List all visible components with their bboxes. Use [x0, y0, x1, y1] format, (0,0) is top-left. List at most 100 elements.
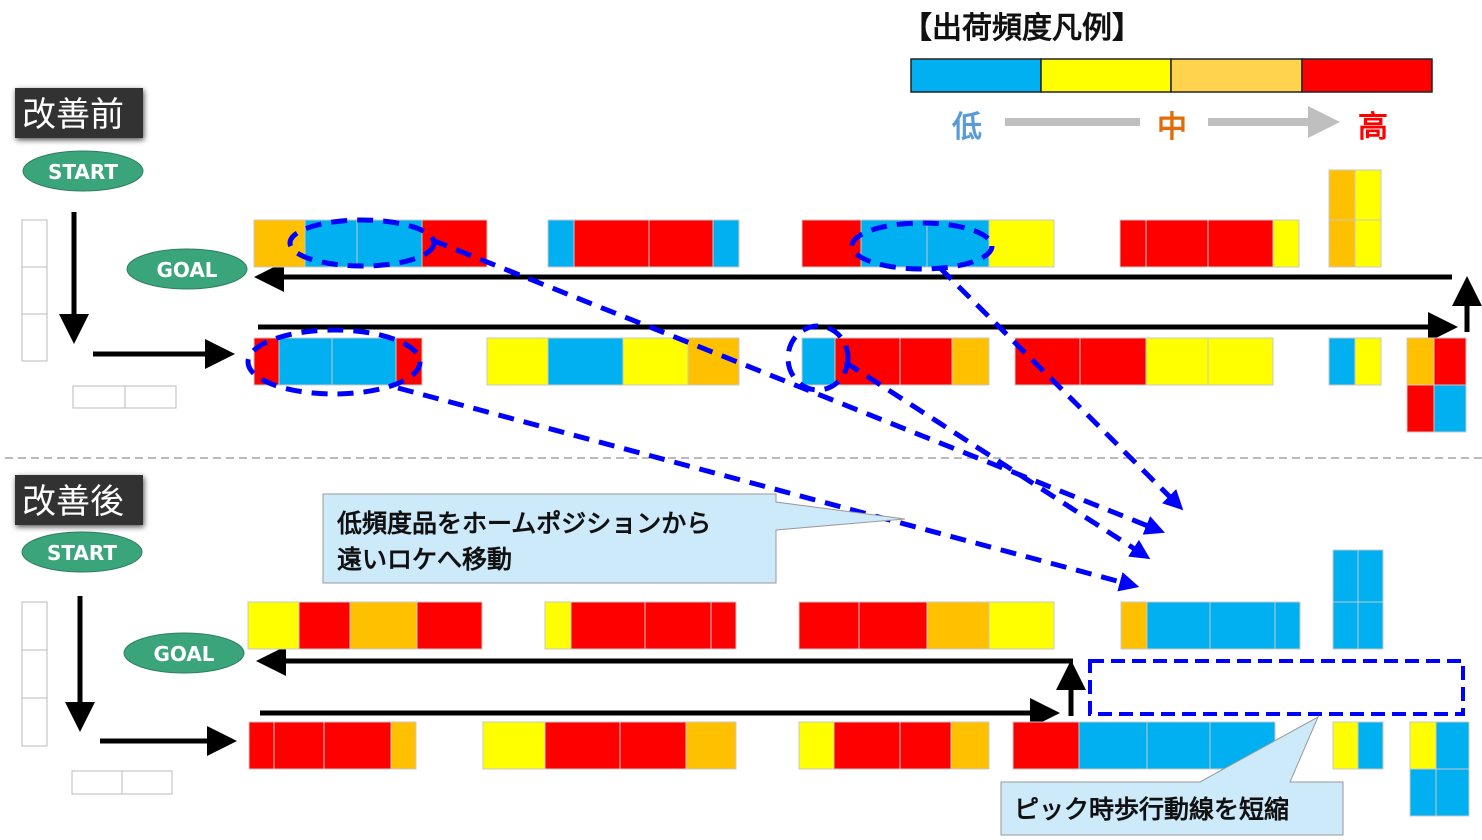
rack-cell-mid-low	[486, 337, 549, 386]
rack-cell-high	[573, 219, 650, 268]
rack-cell-high	[1014, 337, 1081, 386]
rack-cell-high	[644, 601, 712, 650]
legend-high-label: 高	[1358, 110, 1388, 145]
rack-cell-mid-high	[1406, 337, 1435, 386]
highlight-ellipse	[849, 220, 995, 272]
empty-rack-horizontal	[71, 770, 173, 795]
rack-cell-mid-low	[1409, 721, 1437, 770]
rack-cell-mid-low	[988, 219, 1055, 268]
rack-cell-mid-high	[1328, 169, 1356, 221]
start-oval	[22, 150, 144, 192]
rack-cell-mid-low	[1272, 219, 1300, 268]
rack-cell-mid-high	[1120, 601, 1148, 650]
callout-move-line-1: 低頻度品をホームポジションから	[336, 509, 711, 538]
rack-cell-high	[1119, 219, 1147, 268]
empty-rack-vertical	[21, 601, 48, 747]
rack-cell-high	[1406, 384, 1435, 433]
rack-cell-mid-low	[1145, 337, 1209, 386]
rack-cell-mid-high	[253, 219, 306, 268]
rack-cell-high	[416, 601, 483, 650]
rack-cell-low	[547, 219, 575, 268]
rack-cell-mid-high	[349, 601, 418, 650]
rack-cell-mid-low	[1354, 337, 1382, 386]
rack-cell-low	[1433, 384, 1467, 433]
rack-cell-mid-high	[390, 721, 417, 770]
rack-cell-low	[1357, 601, 1384, 650]
rack-cell-low	[331, 337, 397, 386]
start-oval	[21, 531, 143, 573]
before-section: 改善前 START GOAL	[15, 88, 1482, 433]
callout-shorten: ピック時歩行動線を短縮	[1000, 715, 1344, 836]
rack-cell-low	[801, 337, 836, 386]
highlight-ellipse	[245, 327, 423, 397]
before-label-bg	[15, 88, 143, 138]
rack-cell-mid-high	[685, 721, 737, 770]
removed-path-highlight	[1088, 659, 1465, 716]
rack-cell-high	[1207, 219, 1274, 268]
rack-cell-low	[1357, 549, 1384, 603]
rack-cell-high	[1079, 337, 1147, 386]
rack-cell-mid-low	[1354, 219, 1382, 268]
rack-cell-low	[547, 337, 624, 386]
rack-cell-high	[273, 721, 325, 770]
rack-cell-low	[860, 219, 928, 268]
goal-oval	[126, 248, 248, 290]
walk-path	[65, 596, 1086, 756]
rack-cell-high	[1012, 721, 1080, 770]
rack-cell-high	[858, 601, 928, 650]
rack-cell-low	[1357, 721, 1384, 770]
rack-cell-mid-low	[988, 601, 1055, 650]
rack-cell-low	[1409, 768, 1437, 817]
rack-cell-high	[899, 721, 952, 770]
rack-cell-mid-low	[798, 721, 835, 770]
rack-cell-mid-high	[951, 337, 990, 386]
rack-cell-high	[544, 721, 621, 770]
before-racks	[253, 169, 1467, 433]
empty-rack-horizontal	[72, 385, 177, 409]
highlight-ellipse	[785, 323, 851, 393]
callout-shorten-text: ピック時歩行動線を短縮	[1014, 795, 1289, 824]
goal-label: GOAL	[153, 642, 214, 666]
rack-cell-high	[648, 219, 714, 268]
rack-cell-high	[710, 601, 737, 650]
legend-swatch-mid-high	[1170, 58, 1303, 93]
after-label: 改善後	[22, 482, 124, 522]
rack-cell-mid-low	[482, 721, 546, 770]
legend-mid-label: 中	[1157, 110, 1187, 145]
rack-cell-high	[1433, 337, 1467, 386]
rack-cell-mid-high	[926, 601, 990, 650]
goal-oval	[123, 632, 245, 674]
legend-low-label: 低	[951, 110, 982, 145]
before-label: 改善前	[22, 95, 124, 135]
goal-label: GOAL	[156, 258, 217, 282]
legend-bar	[910, 58, 1433, 93]
legend-swatch-mid-low	[1040, 58, 1172, 93]
start-label: START	[48, 160, 118, 184]
rack-cell-mid-low	[544, 601, 572, 650]
after-racks	[247, 549, 1470, 817]
callout-move: 低頻度品をホームポジションから 遠いロケへ移動	[322, 493, 906, 584]
rack-cell-low	[1435, 721, 1470, 770]
rack-cell-mid-high	[1328, 219, 1356, 268]
rack-cell-high	[833, 721, 901, 770]
legend-title: 【出荷頻度凡例】	[902, 11, 1142, 46]
rack-cell-low	[1146, 721, 1211, 770]
rack-cell-low	[1435, 768, 1470, 817]
rack-cell-high	[570, 601, 646, 650]
rack-cell-low	[1209, 601, 1276, 650]
legend-swatch-low	[910, 58, 1042, 93]
rack-cell-high	[798, 601, 860, 650]
rack-cell-mid-low	[1332, 721, 1359, 770]
rack-cell-mid-high	[950, 721, 990, 770]
rack-cell-high	[619, 721, 687, 770]
start-label: START	[47, 541, 117, 565]
rack-cell-low	[278, 337, 333, 386]
rack-cell-high	[298, 601, 351, 650]
rack-cell-high	[323, 721, 392, 770]
walk-path	[59, 212, 1482, 369]
relocation-arrow	[431, 237, 1165, 535]
empty-rack-vertical	[21, 219, 48, 362]
rack-cell-low	[1146, 601, 1211, 650]
rack-cell-high	[899, 337, 953, 386]
rack-cell-mid-low	[622, 337, 689, 386]
